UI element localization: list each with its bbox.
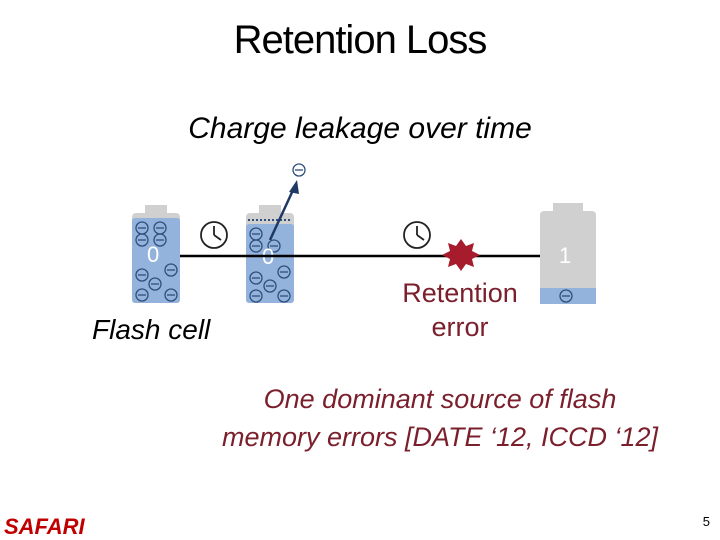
flash-cell-initial: 0 (132, 205, 180, 303)
flash-cell-leaking: 0 (246, 205, 294, 303)
note-line1: One dominant source of flash (263, 384, 617, 414)
error-source-note: One dominant source of flash memory erro… (180, 380, 700, 456)
clock-icon (200, 221, 228, 249)
subtitle: Charge leakage over time (188, 112, 532, 145)
flash-cell-error: 1 (540, 203, 596, 304)
page-number: 5 (702, 514, 710, 529)
cell-state-digit: 1 (559, 243, 571, 268)
safari-logo: SAFARI (4, 514, 85, 539)
note-line2: memory errors [DATE ‘12, ICCD ‘12] (221, 422, 659, 452)
electron-icon (292, 163, 306, 177)
page-title: Retention Loss (233, 18, 488, 62)
cell-state-digit: 0 (147, 242, 159, 267)
flash-cell-label: Flash cell (92, 314, 211, 345)
clock-icon (403, 221, 431, 249)
retention-error-label: Retention error (380, 276, 540, 344)
error-burst-icon (442, 239, 480, 271)
leak-arrow-icon (268, 180, 299, 241)
retention-error-line2: error (431, 312, 489, 342)
retention-error-line1: Retention (402, 278, 518, 308)
